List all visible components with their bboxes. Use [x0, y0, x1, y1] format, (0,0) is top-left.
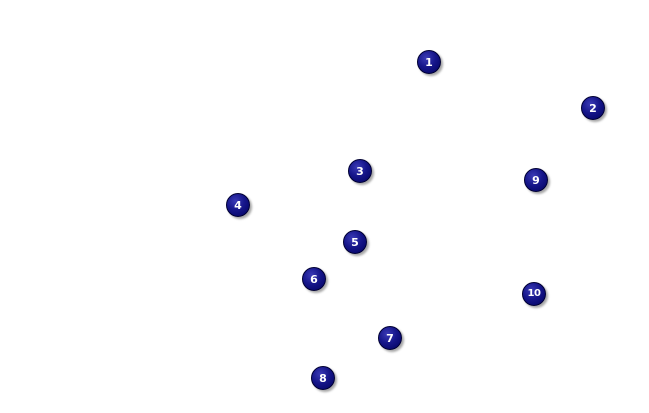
- map-marker-7[interactable]: 7: [378, 326, 402, 350]
- marker-label: 8: [319, 371, 327, 385]
- map-marker-5[interactable]: 5: [343, 230, 367, 254]
- map-marker-6[interactable]: 6: [302, 267, 326, 291]
- map-marker-3[interactable]: 3: [348, 159, 372, 183]
- map-marker-10[interactable]: 10: [522, 282, 546, 306]
- map-marker-2[interactable]: 2: [581, 96, 605, 120]
- map-marker-8[interactable]: 8: [311, 366, 335, 390]
- map-marker-9[interactable]: 9: [524, 168, 548, 192]
- map-marker-4[interactable]: 4: [226, 193, 250, 217]
- marker-label: 10: [527, 288, 541, 299]
- marker-label: 7: [386, 331, 394, 345]
- marker-label: 6: [310, 272, 318, 286]
- marker-label: 9: [532, 173, 540, 187]
- marker-label: 2: [589, 101, 597, 115]
- map-marker-1[interactable]: 1: [417, 50, 441, 74]
- marker-label: 4: [234, 198, 242, 212]
- marker-label: 5: [351, 235, 359, 249]
- marker-label: 1: [425, 55, 433, 69]
- marker-label: 3: [356, 164, 364, 178]
